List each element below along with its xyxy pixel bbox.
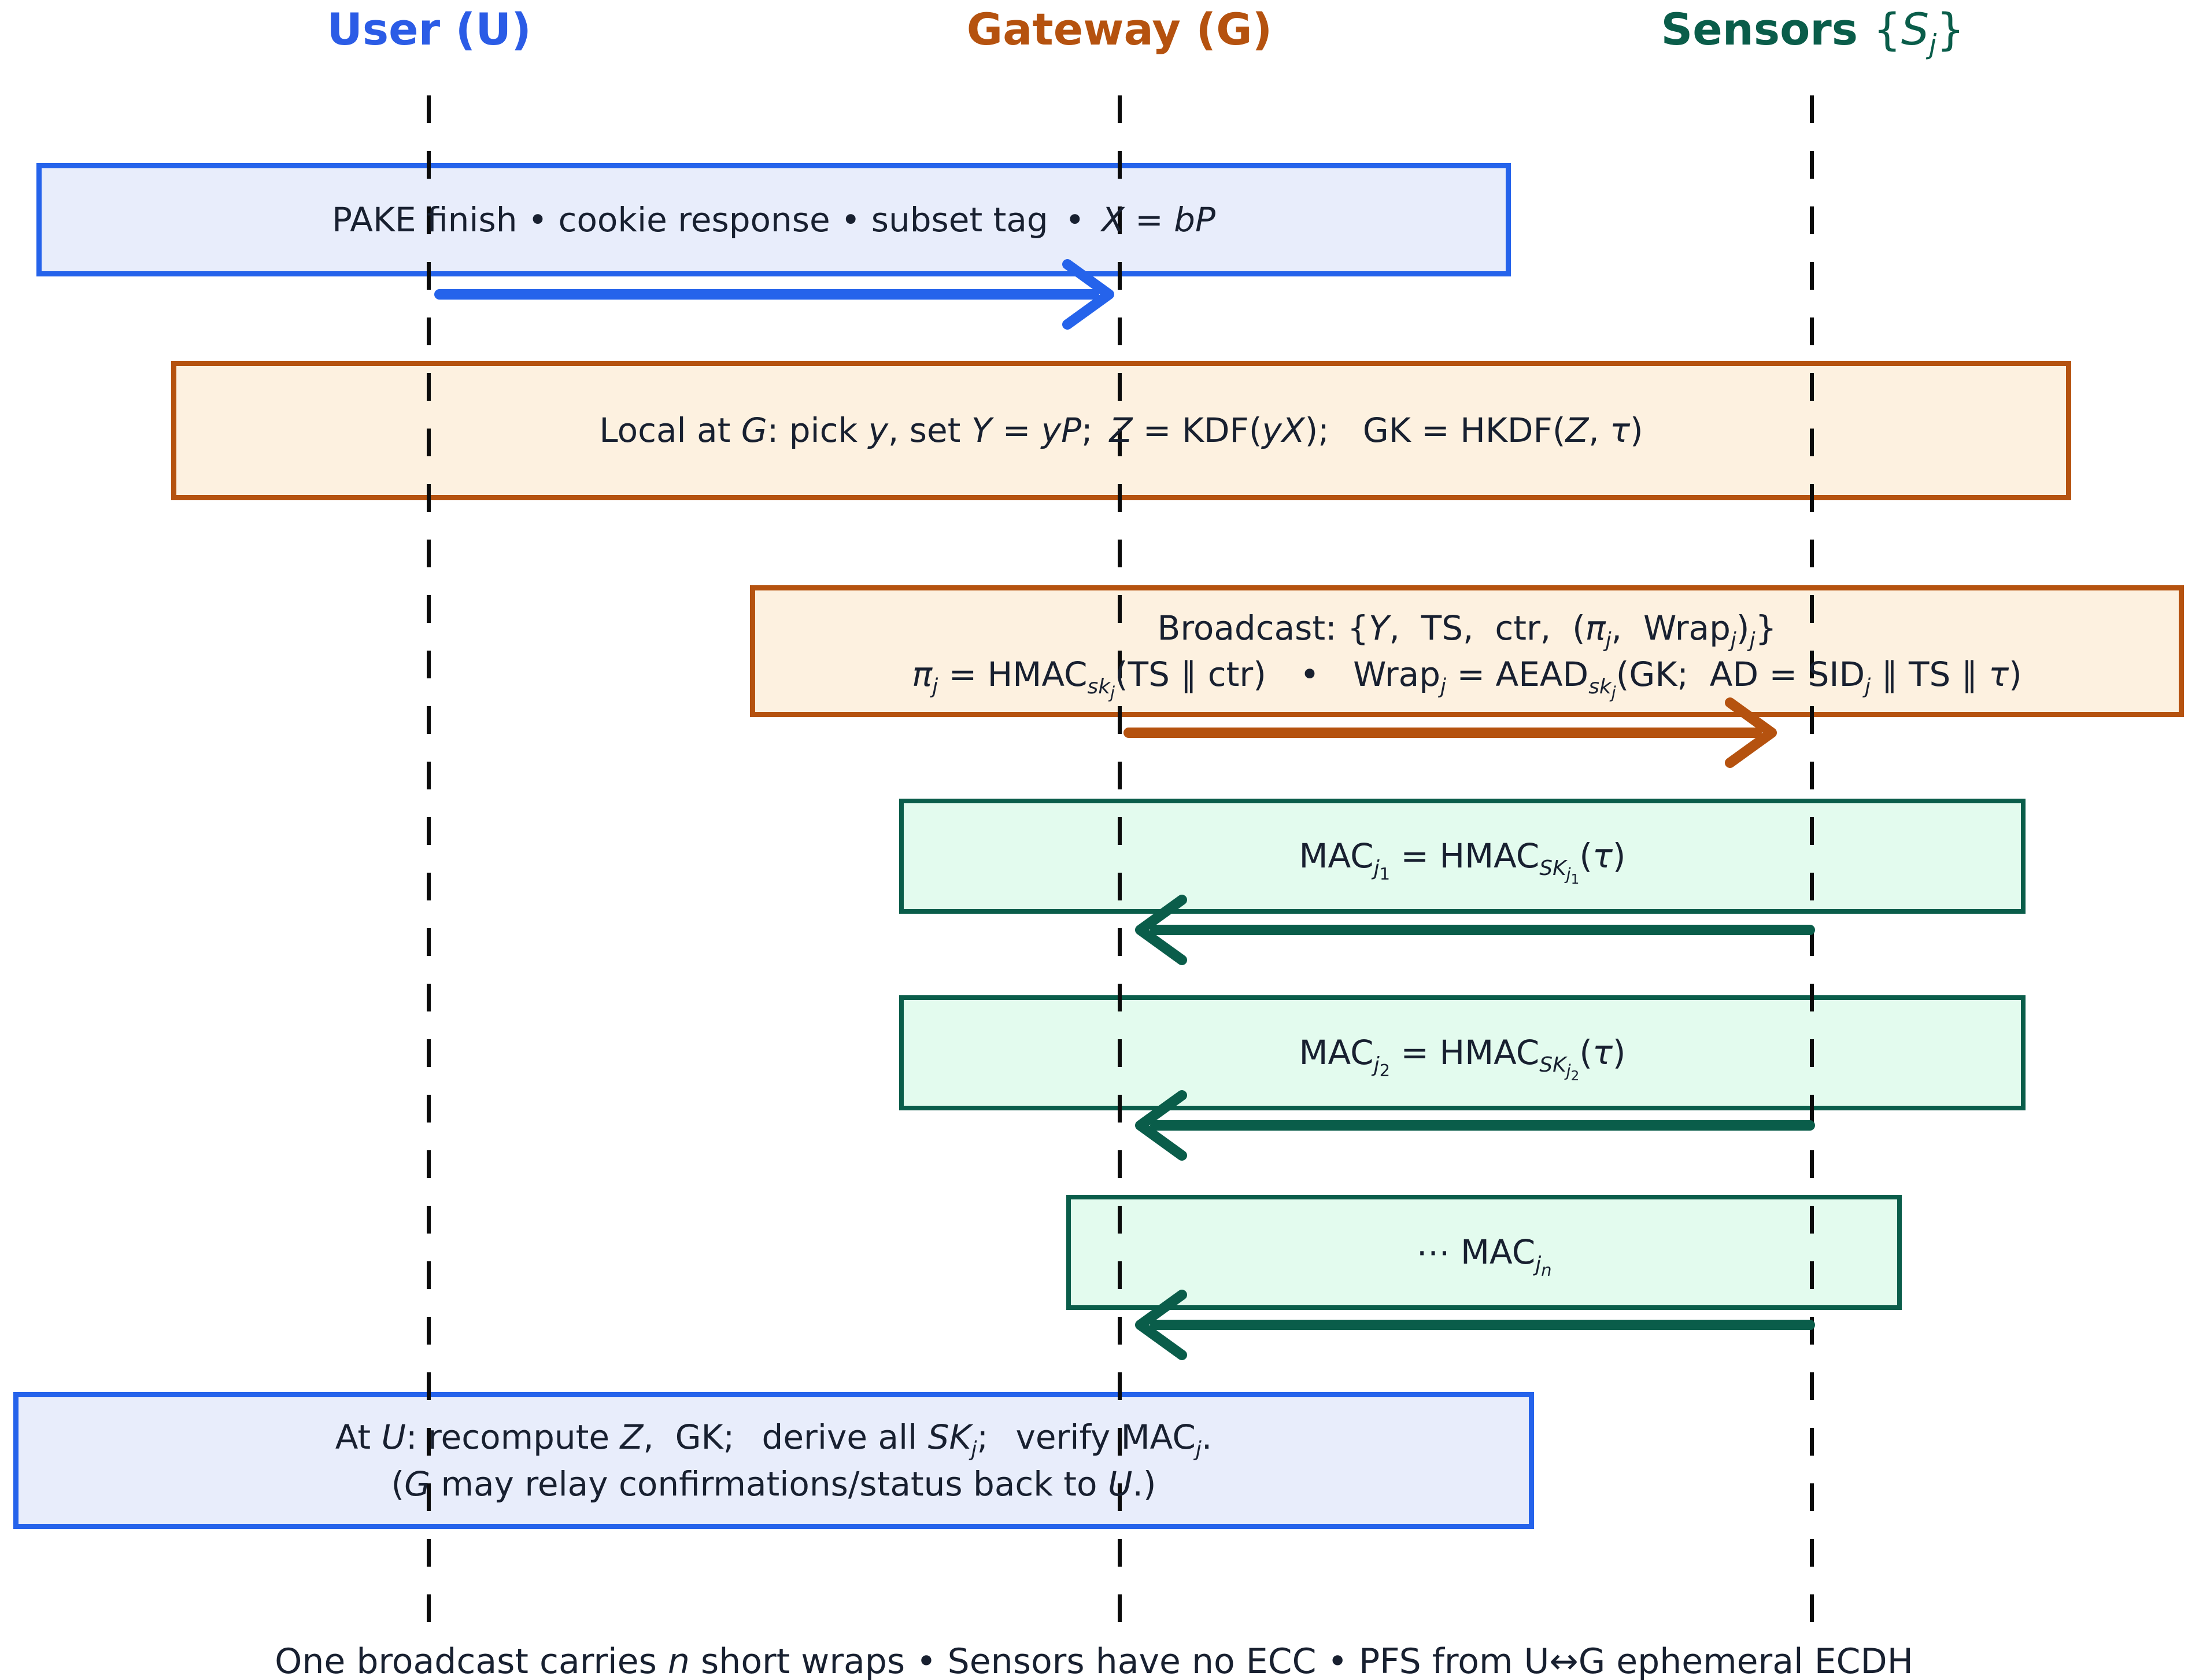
lifeline-gateway <box>1118 95 1122 1628</box>
message-box-mac-j2 <box>899 995 2026 1110</box>
message-text-mac-j1: MACj1 = HMACSKj1(τ) <box>1299 836 1626 887</box>
message-text-at-user: At U: recompute Z, GK; derive all SKj; v… <box>335 1417 1213 1504</box>
actor-title-sensors: Sensors {Sj} <box>1661 3 1965 61</box>
message-text-mac-j2: MACj2 = HMACSKj2(τ) <box>1299 1033 1626 1084</box>
message-box-mac-jn <box>1066 1195 1902 1310</box>
message-box-broadcast <box>750 585 2184 717</box>
message-box-pake <box>36 163 1511 276</box>
actor-title-user: User (U) <box>327 3 531 55</box>
message-text-mac-jn: ⋯ MACjn <box>1416 1232 1552 1280</box>
message-box-at-user <box>13 1392 1534 1529</box>
lifeline-user <box>427 95 431 1628</box>
message-text-local-at-g: Local at G: pick y, set Y = yP; Z = KDF(… <box>599 411 1643 451</box>
lifeline-sensors <box>1810 95 1814 1628</box>
message-text-broadcast: Broadcast: {Y, TS, ctr, (πj, Wrapj)j} πj… <box>912 608 2022 702</box>
message-text-pake: PAKE finish • cookie response • subset t… <box>332 200 1215 239</box>
footer-caption: One broadcast carries n short wraps • Se… <box>275 1641 1913 1680</box>
actor-title-gateway: Gateway (G) <box>966 3 1273 55</box>
message-box-mac-j1 <box>899 799 2026 914</box>
